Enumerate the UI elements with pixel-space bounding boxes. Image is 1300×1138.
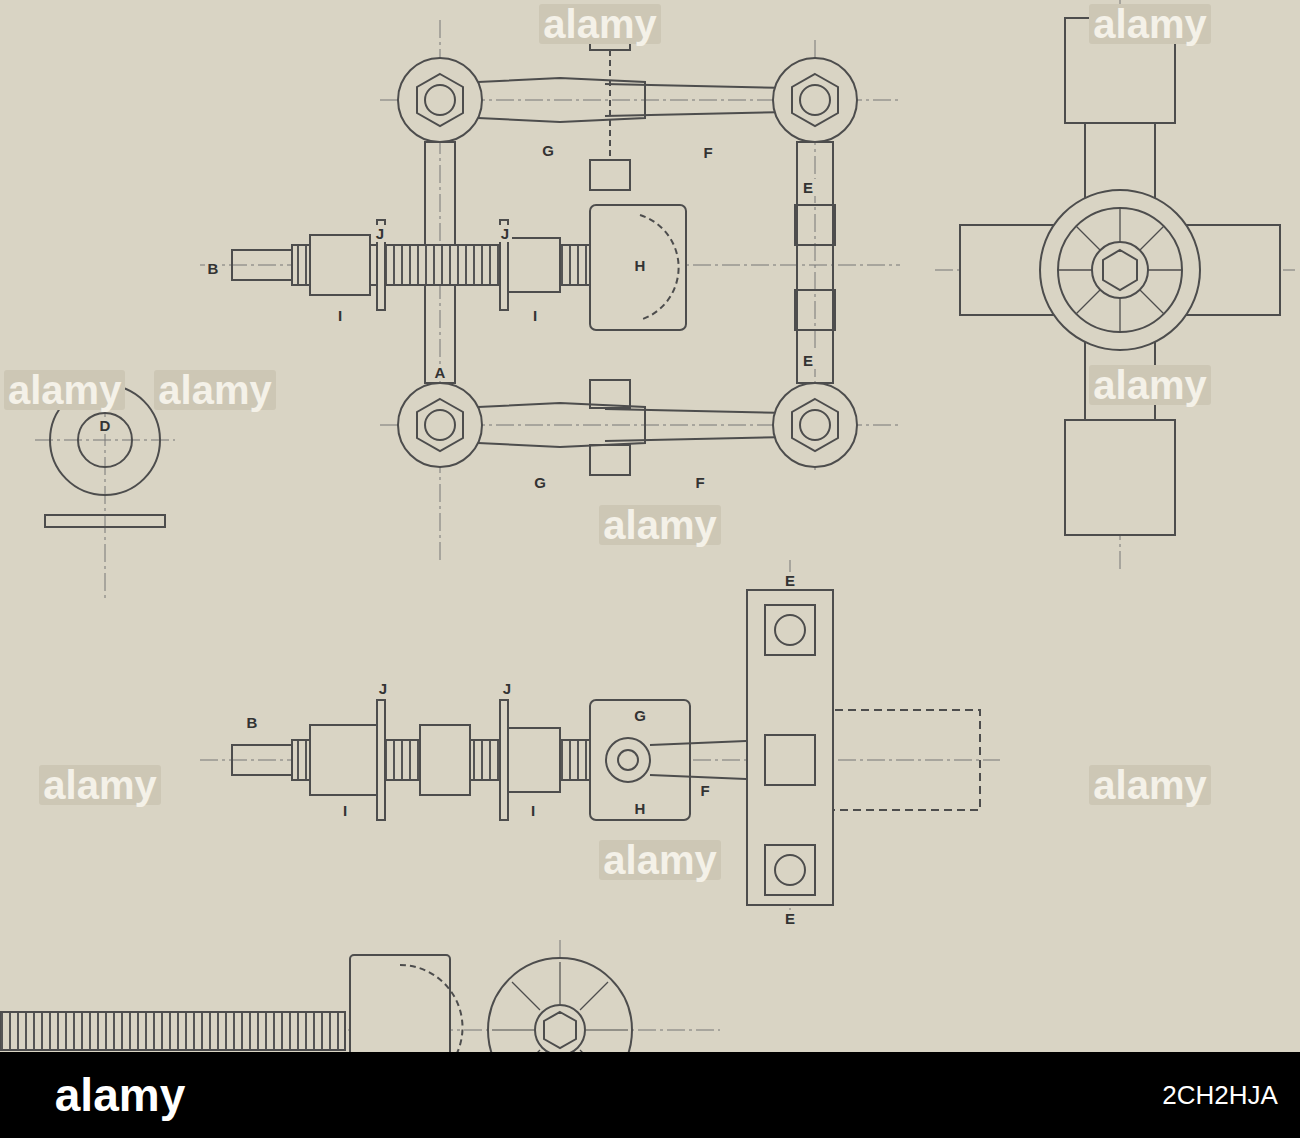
part-letter: F <box>700 144 715 161</box>
part-letter: B <box>244 714 261 731</box>
watermark: alamy <box>1089 765 1210 805</box>
part-letter: I <box>528 802 538 819</box>
part-letter: I <box>530 307 540 324</box>
part-letter: I <box>335 307 345 324</box>
part-letter: H <box>632 800 649 817</box>
part-letter: J <box>498 225 512 242</box>
part-letter: E <box>782 572 798 589</box>
part-letter: E <box>800 352 816 369</box>
part-letter: E <box>800 179 816 196</box>
watermark: alamy <box>1089 365 1210 405</box>
part-letter: B <box>205 260 222 277</box>
part-letter: I <box>340 802 350 819</box>
part-letter: J <box>500 680 514 697</box>
watermark: alamy <box>154 370 275 410</box>
part-letter: G <box>631 707 649 724</box>
part-letter: G <box>539 142 557 159</box>
watermark: alamy <box>39 765 160 805</box>
footer-bar <box>0 1052 1300 1138</box>
watermark-logo: alamy <box>51 1072 189 1118</box>
image-id: 2CH2HJA <box>1158 1082 1282 1108</box>
part-letter: D <box>97 417 114 434</box>
part-letter: F <box>697 782 712 799</box>
part-letter: G <box>531 474 549 491</box>
watermark: alamy <box>539 4 660 44</box>
part-letter: F <box>692 474 707 491</box>
part-letter: J <box>376 680 390 697</box>
watermark: alamy <box>599 840 720 880</box>
part-letter: E <box>782 910 798 927</box>
part-letter: H <box>632 257 649 274</box>
watermark: alamy <box>1089 4 1210 44</box>
watermark: alamy <box>4 370 125 410</box>
watermark: alamy <box>599 505 720 545</box>
part-letter: A <box>432 364 449 381</box>
part-letter: J <box>373 225 387 242</box>
